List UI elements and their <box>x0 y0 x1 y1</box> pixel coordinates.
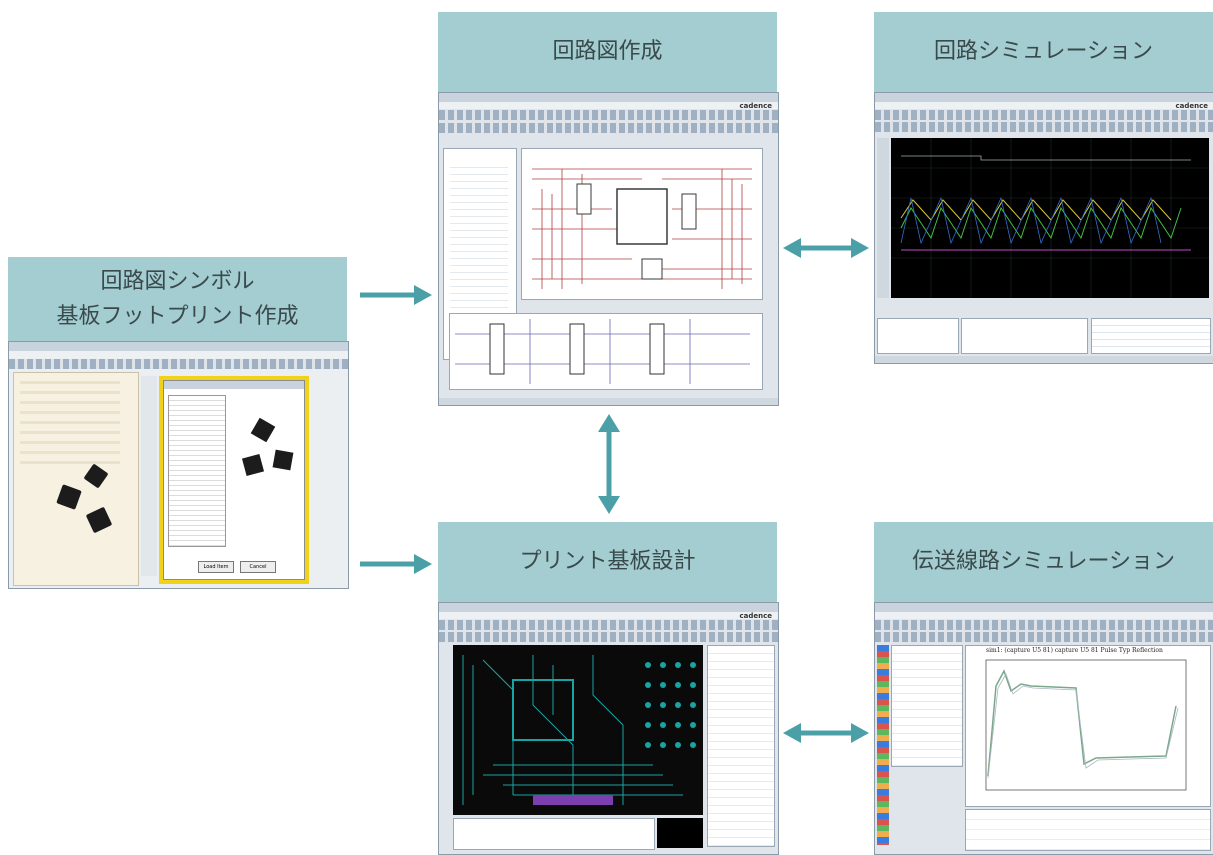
pcb-canvas[interactable] <box>453 645 703 815</box>
label-symbol-line2: 基板フットプリント作成 <box>56 304 299 329</box>
window-titlebar <box>439 93 778 102</box>
cancel-button[interactable]: Cancel <box>240 561 276 573</box>
waveform-svg <box>891 138 1209 298</box>
library-dialog: Load Item Cancel <box>159 376 309 584</box>
chip-image <box>272 449 294 471</box>
toolbar <box>439 110 778 120</box>
schematic-drawing <box>532 168 752 289</box>
pcb-minimap[interactable] <box>657 818 703 848</box>
legend-panel <box>965 809 1211 851</box>
pcb-command-console <box>453 818 655 850</box>
plot-title: sim1: (capture U5 81) capture U5 81 Puls… <box>986 647 1163 654</box>
screenshot-pcb: cadence <box>438 602 779 855</box>
label-pcb: プリント基板設計 <box>438 522 777 602</box>
dialog-list[interactable] <box>168 395 226 547</box>
menu-bar <box>9 351 348 358</box>
screenshot-circuit-sim: cadence <box>874 92 1213 364</box>
schematic-page-2[interactable] <box>449 313 763 390</box>
schematic-canvas[interactable] <box>521 148 763 300</box>
toolbar <box>439 123 778 133</box>
sim-output-panel <box>877 318 959 354</box>
chip-image <box>241 453 265 477</box>
arrow-symbol-to-schematic <box>360 285 432 305</box>
label-schematic-text: 回路図作成 <box>552 39 663 65</box>
toolbar <box>439 620 778 630</box>
label-symbol-footprint: 回路図シンボル 基板フットプリント作成 <box>8 257 347 341</box>
color-palette-column[interactable] <box>877 645 889 845</box>
toolbar <box>875 632 1213 642</box>
label-pcb-text: プリント基板設計 <box>519 549 696 575</box>
toolbar <box>875 122 1213 132</box>
status-bar <box>875 356 1213 363</box>
label-transmission-sim: 伝送線路シミュレーション <box>874 522 1213 602</box>
menu-bar <box>439 102 778 109</box>
window-titlebar <box>875 603 1213 612</box>
window-titlebar <box>439 603 778 612</box>
screenshot-schematic: cadence <box>438 92 779 406</box>
brand-logo: cadence <box>1175 102 1208 110</box>
pcb-layout-svg <box>462 655 696 805</box>
waveform-plot[interactable] <box>891 138 1209 298</box>
menu-bar <box>439 612 778 619</box>
arrow-symbol-to-pcb <box>360 554 432 574</box>
arrow-schematic-circuit-sim <box>783 238 869 258</box>
screenshot-library-builder: Load Item Cancel <box>8 341 349 589</box>
menu-bar <box>875 102 1213 109</box>
label-schematic: 回路図作成 <box>438 12 777 92</box>
arrow-schematic-pcb <box>598 414 620 514</box>
status-bar <box>439 398 778 405</box>
sim-measurement-table <box>1091 318 1211 354</box>
toolbar <box>9 359 348 369</box>
sim-message-panel <box>961 318 1088 354</box>
label-transmission-sim-text: 伝送線路シミュレーション <box>911 549 1176 575</box>
label-symbol-line1: 回路図シンボル <box>100 268 255 294</box>
load-item-button[interactable]: Load Item <box>198 561 234 573</box>
waveform-tree-panel <box>891 645 963 767</box>
left-settings-panel <box>13 372 139 586</box>
toolbar <box>875 620 1213 630</box>
reflection-plot[interactable]: sim1: (capture U5 81) capture U5 81 Puls… <box>965 645 1211 807</box>
arrow-pcb-transmission-sim <box>783 723 869 743</box>
pcb-options-panel <box>707 645 775 847</box>
reflection-svg <box>985 659 1187 791</box>
window-titlebar <box>9 342 348 351</box>
toolbar <box>875 110 1213 120</box>
brand-logo: cadence <box>739 102 772 110</box>
chip-image <box>250 417 276 443</box>
window-titlebar <box>875 93 1213 102</box>
sim-side-toolbar <box>877 138 889 298</box>
brand-logo: cadence <box>739 612 772 620</box>
toolbar <box>439 632 778 642</box>
screenshot-signal-integrity: sim1: (capture U5 81) capture U5 81 Puls… <box>874 602 1213 855</box>
label-circuit-sim-text: 回路シミュレーション <box>933 39 1154 65</box>
label-circuit-sim: 回路シミュレーション <box>874 12 1213 92</box>
menu-bar <box>875 612 1213 619</box>
tool-icon-column <box>141 376 157 576</box>
schematic-drawing <box>455 319 750 384</box>
